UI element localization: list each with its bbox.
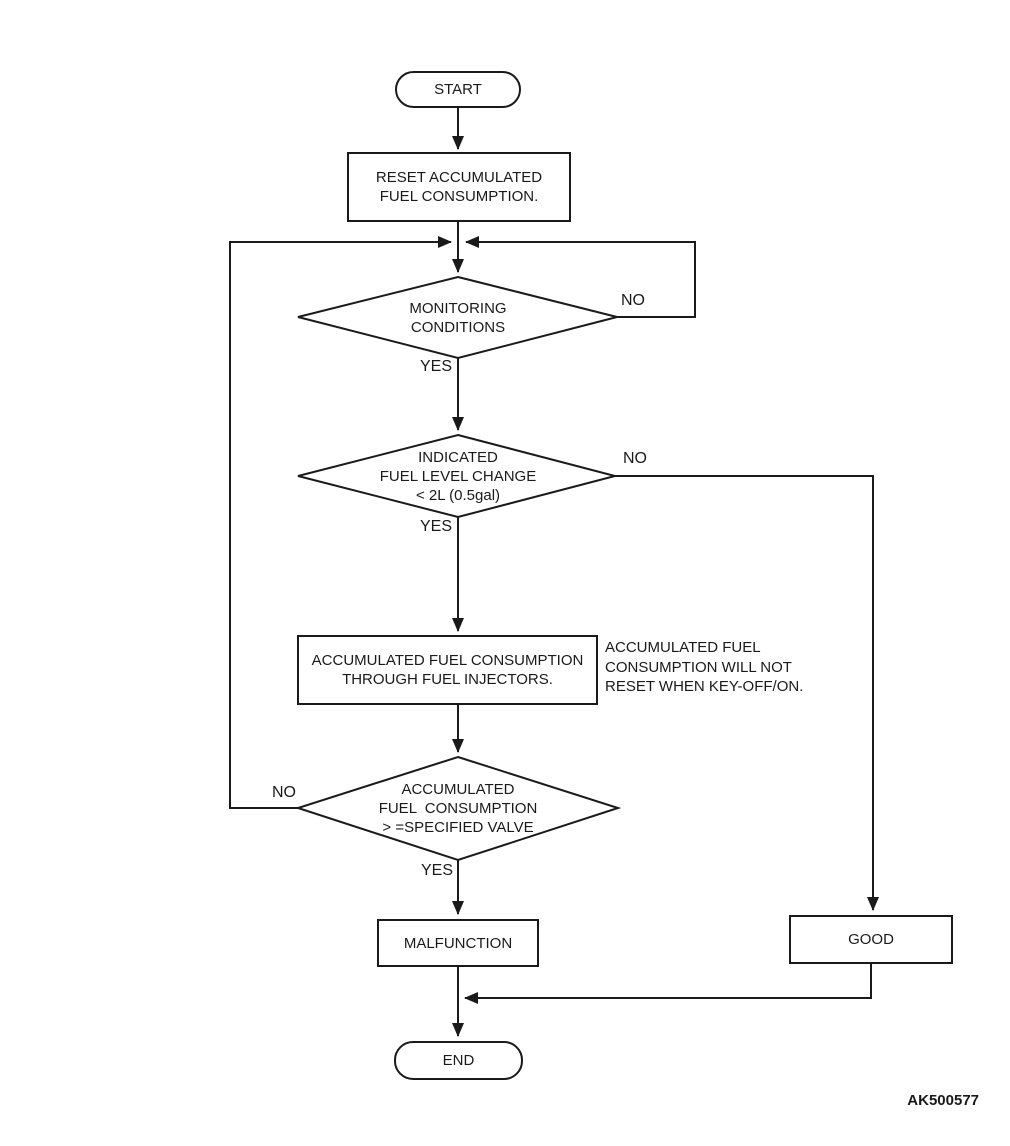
decision-fuel-level-shape [297,433,619,519]
edge-good-merge [464,964,872,1004]
monitoring-yes-label: YES [419,358,452,375]
edge-threshold-no-loop [229,236,452,809]
reset-node: RESET ACCUMULATED FUEL CONSUMPTION. [347,152,571,222]
fuel-level-yes-label: YES [419,518,452,535]
start-node: START [395,71,521,108]
decision-monitoring-label: MONITORING CONDITIONS [409,300,507,336]
decision-monitoring-shape [297,275,618,360]
malfunction-node: MALFUNCTION [377,919,539,967]
accumulate-node: ACCUMULATED FUEL CONSUMPTION THROUGH FUE… [297,635,598,705]
edge-fuel-level-no [615,475,879,911]
good-node: GOOD [789,915,953,964]
monitoring-no-label: NO [621,292,645,309]
fuel-level-no-label: NO [623,450,647,467]
decision-fuel-level-label: INDICATED FUEL LEVEL CHANGE < 2L (0.5gal… [379,449,537,504]
threshold-yes-label: YES [420,862,453,879]
key-off-note: ACCUMULATED FUEL CONSUMPTION WILL NOT RE… [605,639,804,695]
threshold-no-label: NO [272,784,296,801]
decision-threshold-label: ACCUMULATED FUEL CONSUMPTION > =SPECIFIE… [378,781,538,836]
edge-monitoring-no-loop [465,236,696,318]
decision-threshold-shape [294,755,622,862]
figure-code: AK500577 [907,1092,979,1109]
end-node: END [394,1041,523,1080]
